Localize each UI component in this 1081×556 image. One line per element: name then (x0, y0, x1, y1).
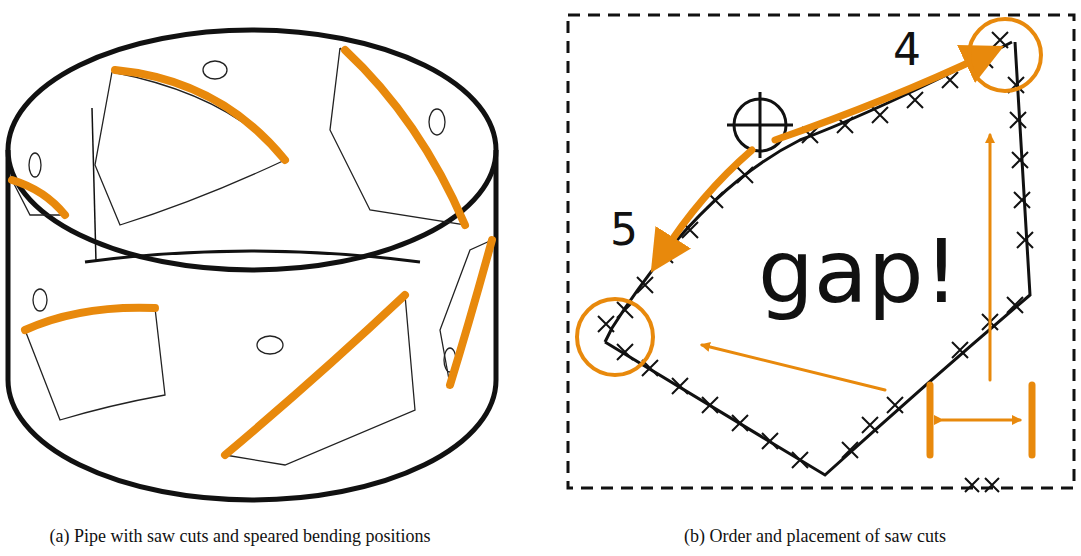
subfigure-caption: (a) Pipe with saw cuts and speared bendi… (50, 527, 431, 545)
pipe (8, 30, 496, 500)
gap-note: gap! (758, 228, 959, 316)
cut-pieces (12, 48, 492, 465)
callout-number: 5 (610, 208, 638, 252)
bending-positions (12, 50, 492, 455)
saw-start-symbol (727, 92, 793, 158)
cut-crosses (598, 32, 1033, 492)
callout-number: 4 (893, 28, 921, 72)
subfigure-caption: (b) Order and placement of saw cuts (684, 527, 946, 545)
sheet-border (568, 15, 1074, 488)
order-arrows (577, 19, 1041, 455)
